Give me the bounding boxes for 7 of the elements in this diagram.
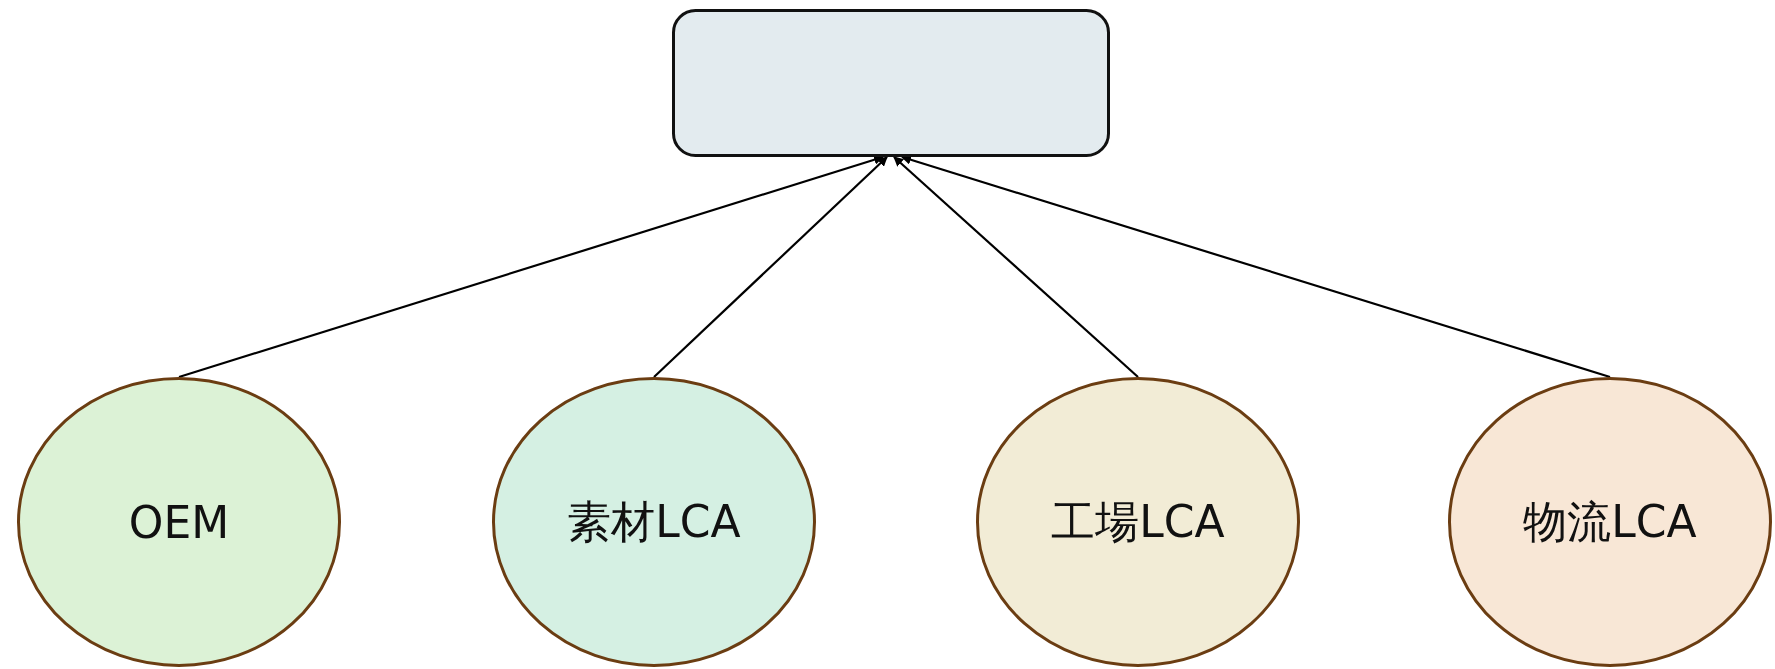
- ellipse-node: 工場LCA: [976, 377, 1300, 667]
- empty-box: [672, 9, 1110, 157]
- arrow: [893, 156, 1139, 378]
- ellipse-node: 物流LCA: [1448, 377, 1772, 667]
- ellipse-node: 素材LCA: [492, 377, 816, 667]
- arrow: [653, 156, 888, 378]
- ellipse-node: OEM: [17, 377, 341, 667]
